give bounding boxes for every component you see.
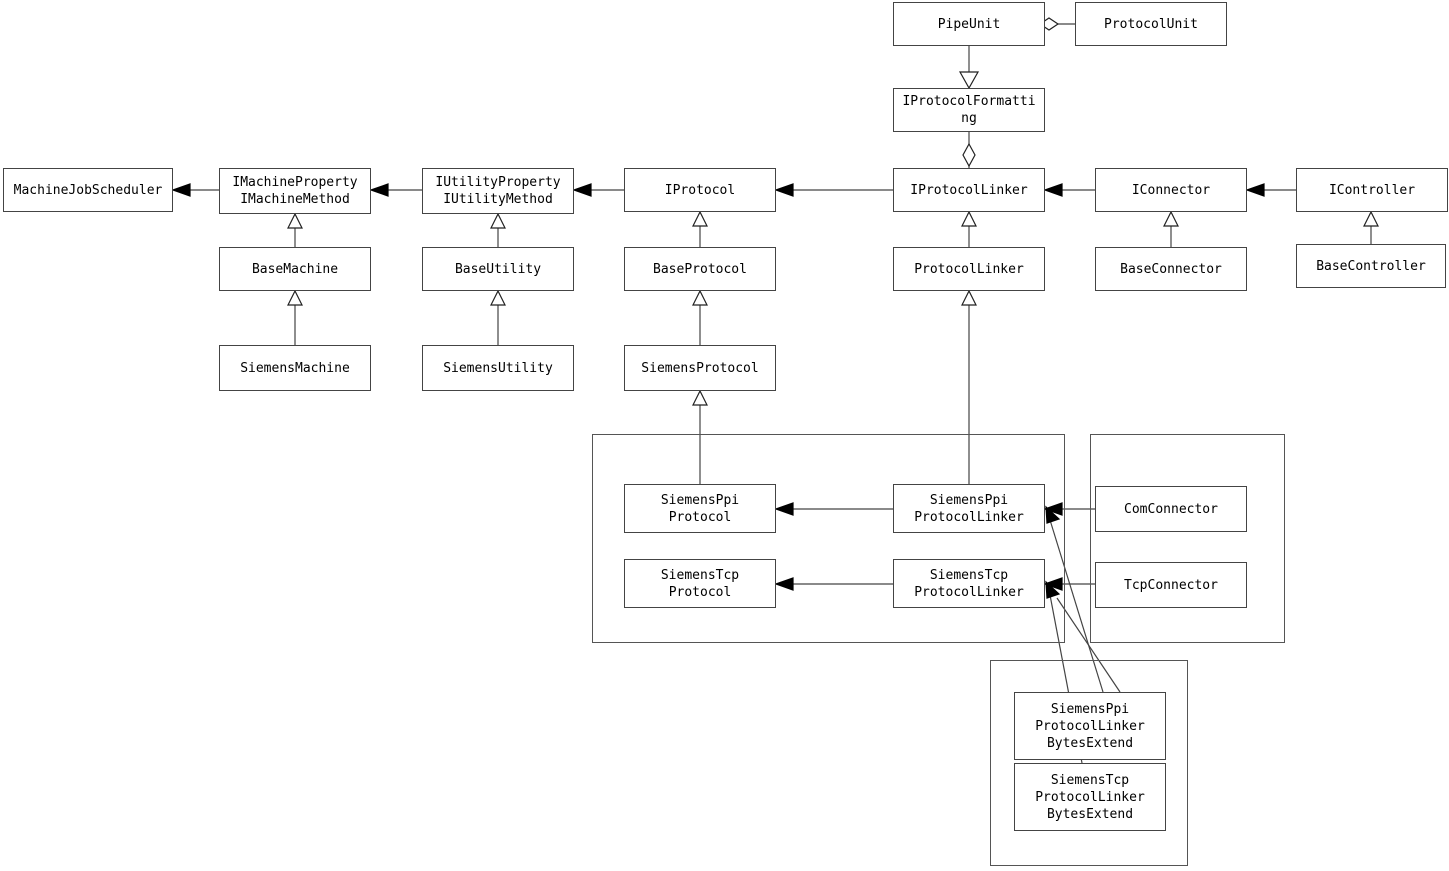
arrowhead-machinejobscheduler	[171, 183, 191, 197]
class-node-baseController[interactable]: BaseController	[1296, 244, 1446, 288]
realization-arrow-iprotocolformatting	[958, 71, 980, 90]
class-node-protocolLinker[interactable]: ProtocolLinker	[893, 247, 1045, 291]
class-node-iUtilityProperty[interactable]: IUtilityProperty IUtilityMethod	[422, 168, 574, 214]
arrowhead-iprotocollinker	[1043, 183, 1063, 197]
inheritance-arrow-baseutility	[490, 289, 506, 306]
class-node-siemensTcpLinkerBytesExtend[interactable]: SiemensTcp ProtocolLinker BytesExtend	[1014, 763, 1166, 831]
class-node-tcpConnector[interactable]: TcpConnector	[1095, 562, 1247, 608]
class-node-siemensPpiProtocol[interactable]: SiemensPpi Protocol	[624, 484, 776, 533]
class-node-iConnector[interactable]: IConnector	[1095, 168, 1247, 212]
inheritance-arrow-iconnector	[1163, 210, 1179, 227]
class-node-iController[interactable]: IController	[1296, 168, 1448, 212]
class-node-siemensTcpProtocol[interactable]: SiemensTcp Protocol	[624, 559, 776, 608]
class-node-siemensTcpProtocolLinker[interactable]: SiemensTcp ProtocolLinker	[893, 559, 1045, 608]
inheritance-arrow-siemensprotocol	[692, 389, 708, 406]
inheritance-arrow-imachineproperty	[287, 212, 303, 229]
inheritance-arrow-basemachine	[287, 289, 303, 306]
class-node-siemensPpiLinkerBytesExtend[interactable]: SiemensPpi ProtocolLinker BytesExtend	[1014, 692, 1166, 760]
inheritance-arrow-protocollinker	[961, 289, 977, 306]
inheritance-arrow-iprotocollinker	[961, 210, 977, 227]
inheritance-arrow-iprotocol	[692, 210, 708, 227]
aggregation-diamond-iprotocollinker	[962, 142, 976, 168]
inheritance-arrow-iutilityproperty	[490, 212, 506, 229]
group-bytes-extend-group	[990, 660, 1188, 866]
group-protocol-linker-group	[592, 434, 1065, 643]
arrowhead-iutilityproperty	[572, 183, 592, 197]
class-node-protocolUnit[interactable]: ProtocolUnit	[1075, 2, 1227, 46]
class-node-siemensPpiProtocolLinker[interactable]: SiemensPpi ProtocolLinker	[893, 484, 1045, 533]
class-node-iMachineProperty[interactable]: IMachineProperty IMachineMethod	[219, 168, 371, 214]
class-node-siemensMachine[interactable]: SiemensMachine	[219, 345, 371, 391]
class-node-iProtocol[interactable]: IProtocol	[624, 168, 776, 212]
inheritance-arrow-icontroller	[1363, 210, 1379, 227]
class-node-baseMachine[interactable]: BaseMachine	[219, 247, 371, 291]
arrowhead-imachineproperty	[369, 183, 389, 197]
arrowhead-iprotocol	[774, 183, 794, 197]
class-node-machineJobScheduler[interactable]: MachineJobScheduler	[3, 168, 173, 212]
inheritance-arrow-baseprotocol	[692, 289, 708, 306]
class-node-baseProtocol[interactable]: BaseProtocol	[624, 247, 776, 291]
class-node-iProtocolLinker[interactable]: IProtocolLinker	[893, 168, 1045, 212]
class-node-siemensProtocol[interactable]: SiemensProtocol	[624, 345, 776, 391]
class-node-iProtocolFormatting[interactable]: IProtocolFormatti ng	[893, 88, 1045, 132]
class-node-baseUtility[interactable]: BaseUtility	[422, 247, 574, 291]
class-node-comConnector[interactable]: ComConnector	[1095, 486, 1247, 532]
class-node-pipeUnit[interactable]: PipeUnit	[893, 2, 1045, 46]
class-node-baseConnector[interactable]: BaseConnector	[1095, 247, 1247, 291]
group-connector-group	[1090, 434, 1285, 643]
arrowhead-iconnector	[1245, 183, 1265, 197]
class-node-siemensUtility[interactable]: SiemensUtility	[422, 345, 574, 391]
